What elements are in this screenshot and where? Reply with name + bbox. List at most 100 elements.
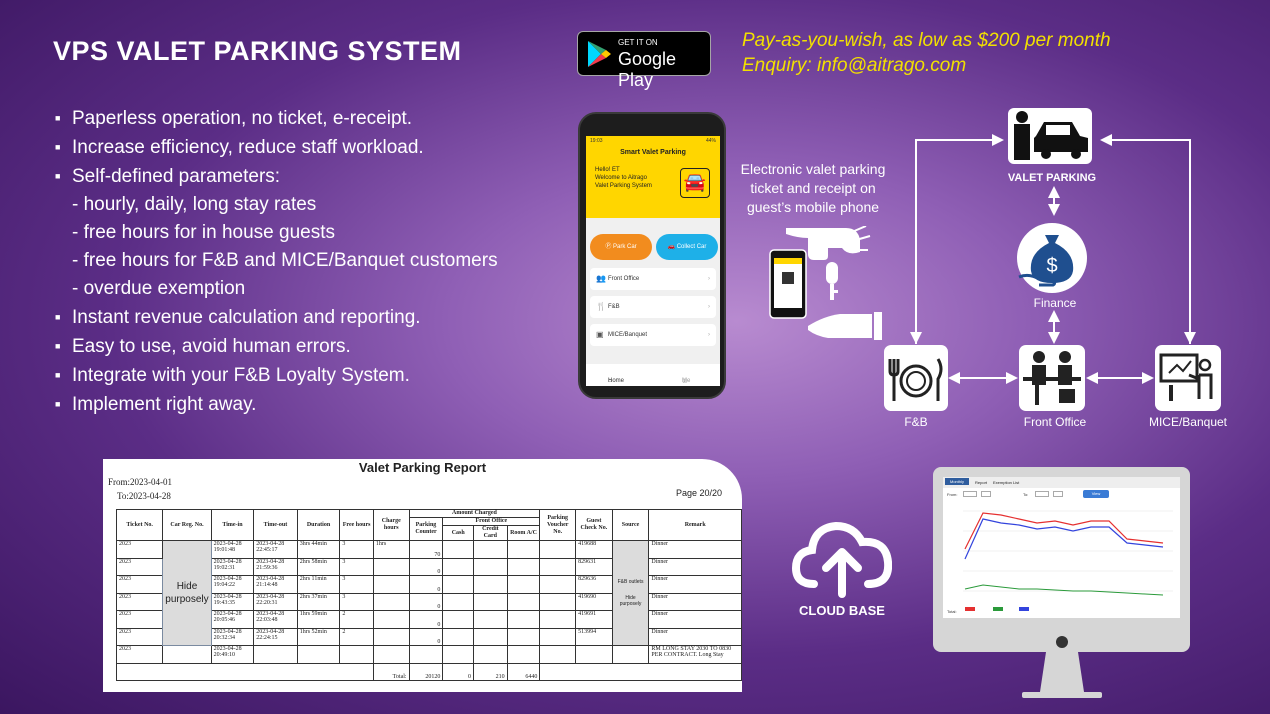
- table-cell: 2023-04-28 19:04:22: [210, 575, 255, 594]
- revenue-line-chart: Total:: [947, 510, 1173, 614]
- to-label: To:: [1023, 492, 1029, 497]
- dining-icon: [888, 358, 943, 401]
- col-credit-card: Credit Card: [473, 525, 508, 541]
- table-cell: [442, 557, 475, 576]
- from-select[interactable]: [963, 491, 977, 497]
- feature-sub-item: - free hours for in house guests: [72, 222, 335, 243]
- table-cell: [473, 627, 508, 646]
- table-cell: [539, 557, 577, 576]
- col-time-out: Time-out: [253, 509, 298, 541]
- finance-node: $: [1017, 223, 1087, 293]
- feature-item: Instant revenue calculation and reportin…: [55, 303, 555, 332]
- table-cell: [611, 645, 650, 664]
- table-cell: [539, 627, 577, 646]
- table-cell: [575, 645, 613, 664]
- mice-label: MICE/Banquet: [1148, 415, 1228, 429]
- menu-item-fb[interactable]: 🍴 F&B ›: [590, 296, 716, 318]
- app-tab-bar: ⌂ Home ♙ Me: [586, 364, 720, 386]
- app-greeting: Hello! ET Welcome to Aitrago Valet Parki…: [595, 166, 680, 190]
- table-cell: [473, 592, 508, 611]
- view-button[interactable]: View: [1083, 490, 1109, 498]
- to-month-select[interactable]: [1053, 491, 1063, 497]
- table-cell: 2hrs 37min: [296, 592, 341, 611]
- table-cell: 2023-04-28 22:45:17: [253, 540, 298, 559]
- presentation-icon: ▣: [596, 330, 604, 339]
- finance-label: Finance: [1033, 296, 1077, 310]
- tab-monthly[interactable]: Monthly: [945, 478, 970, 485]
- table-cell: [372, 557, 410, 576]
- table-cell: 2: [339, 627, 374, 646]
- collect-car-button[interactable]: 🚗 Collect Car: [656, 234, 718, 260]
- valet-parking-report: Valet Parking Report From:2023-04-01 To:…: [103, 459, 742, 692]
- greeting-line: Welcome to Aitrago: [595, 175, 647, 181]
- total-cell: 0: [442, 662, 475, 681]
- table-cell: 2023-04-28 19:02:31: [210, 557, 255, 576]
- from-month-select[interactable]: [981, 491, 991, 497]
- menu-item-label: F&B: [608, 304, 620, 310]
- table-cell: 2023-04-28 19:01:48: [210, 540, 255, 559]
- table-cell: 3: [339, 540, 374, 559]
- col-room-ac: Room A/C: [506, 525, 541, 541]
- table-cell: [372, 645, 410, 664]
- menu-item-front-office[interactable]: 👥 Front Office ›: [590, 268, 716, 290]
- table-cell: 0: [408, 627, 444, 646]
- table-cell: 2023-04-28 21:14:48: [253, 575, 298, 594]
- table-cell: 2023: [115, 610, 164, 629]
- dashboard-screen: Monthly Report Exemption List From: To: …: [943, 477, 1180, 618]
- table-cell: 1hrs: [372, 540, 410, 559]
- table-cell: [372, 627, 410, 646]
- table-cell: [506, 592, 541, 611]
- col-remark: Remark: [648, 509, 742, 541]
- table-cell: 3: [339, 592, 374, 611]
- report-to-date: To:2023-04-28: [117, 491, 171, 501]
- table-cell: 419688: [575, 540, 613, 559]
- table-cell: 829631: [575, 557, 613, 576]
- table-cell: 2023-04-28 19:43:35: [210, 592, 255, 611]
- table-cell: [506, 575, 541, 594]
- feature-sub-item: - hourly, daily, long stay rates: [72, 194, 317, 215]
- cloud-base-label: CLOUD BASE: [799, 603, 885, 618]
- table-cell: 2023-04-28 21:59:36: [253, 557, 298, 576]
- svg-text:$: $: [1046, 255, 1057, 277]
- report-from-date: From:2023-04-01: [108, 477, 172, 487]
- col-source: Source: [611, 509, 650, 541]
- park-car-button[interactable]: Ⓟ Park Car: [590, 234, 652, 260]
- tab-report[interactable]: Report: [975, 480, 988, 485]
- from-label: From:: [947, 492, 958, 497]
- tab-exemption-list[interactable]: Exemption List: [993, 480, 1020, 485]
- menu-item-mice[interactable]: ▣ MICE/Banquet ›: [590, 324, 716, 346]
- promo-text: Pay-as-you-wish, as low as $200 per mont…: [742, 28, 1111, 78]
- table-cell: [473, 575, 508, 594]
- parking-icon: Ⓟ: [605, 244, 613, 250]
- table-cell: Dinner: [648, 592, 742, 611]
- table-cell: 2023: [115, 645, 164, 664]
- table-cell: 0: [408, 557, 444, 576]
- to-select[interactable]: [1035, 491, 1049, 497]
- page-title: VPS VALET PARKING SYSTEM: [53, 36, 462, 66]
- chevron-right-icon: ›: [708, 332, 710, 338]
- collect-car-label: Collect Car: [676, 244, 707, 250]
- google-play-badge[interactable]: GET IT ON Google Play: [577, 31, 711, 90]
- table-cell: [506, 645, 541, 664]
- table-cell: 419690: [575, 592, 613, 611]
- table-cell: 0: [408, 610, 444, 629]
- feature-item: Easy to use, avoid human errors.: [55, 332, 555, 361]
- monitor-mockup: Monthly Report Exemption List From: To: …: [933, 467, 1190, 652]
- table-cell: [539, 645, 577, 664]
- google-play-small-text: GET IT ON: [618, 38, 658, 47]
- col-free-hours: Free hours: [339, 509, 374, 541]
- phone-screen: 19:03 44% Smart Valet Parking Hello! ET …: [586, 136, 720, 386]
- total-cell: 20120: [408, 662, 444, 681]
- table-cell: [473, 557, 508, 576]
- table-cell: [442, 627, 475, 646]
- menu-item-label: MICE/Banquet: [608, 332, 648, 338]
- table-cell: 419691: [575, 610, 613, 629]
- table-cell: Dinner: [648, 557, 742, 576]
- table-cell: 2: [339, 610, 374, 629]
- menu-item-label: Front Office: [608, 276, 640, 282]
